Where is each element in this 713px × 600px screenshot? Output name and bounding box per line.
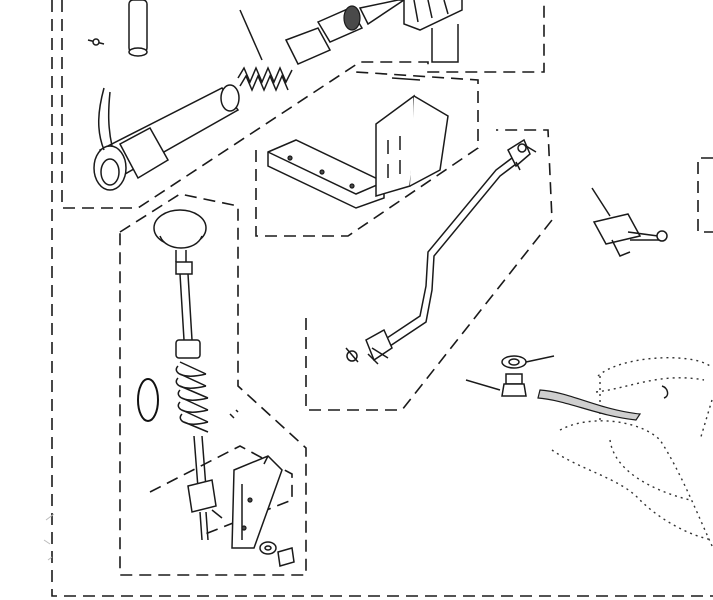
- crank-part-20: [592, 213, 668, 257]
- leader-part-22: [525, 355, 555, 363]
- part-5-box: [255, 71, 479, 237]
- right-edge-box: [697, 157, 713, 233]
- linkage-rod: [345, 138, 537, 365]
- spring-part-7: [175, 361, 209, 433]
- spring-part-4: [237, 66, 293, 92]
- lever-group-box: [119, 193, 307, 576]
- leader-part-20: [591, 187, 611, 217]
- callout-part-7: [137, 378, 159, 422]
- dotted-assembly: [537, 357, 713, 549]
- stray-mark: [229, 409, 239, 419]
- outer-frame: [51, 0, 713, 597]
- bolt-part-21-22: [501, 355, 527, 397]
- rod-group-box: [305, 129, 553, 411]
- leader-part-5: [391, 77, 421, 81]
- scan-marks: [43, 513, 55, 561]
- bracket-part-5: [267, 94, 449, 209]
- top-group-box: [61, 0, 545, 209]
- shift-lever: [149, 209, 295, 567]
- top-shaft-assembly: [87, 0, 463, 191]
- leader-part-21: [465, 379, 501, 391]
- leader-part-4: [239, 9, 263, 61]
